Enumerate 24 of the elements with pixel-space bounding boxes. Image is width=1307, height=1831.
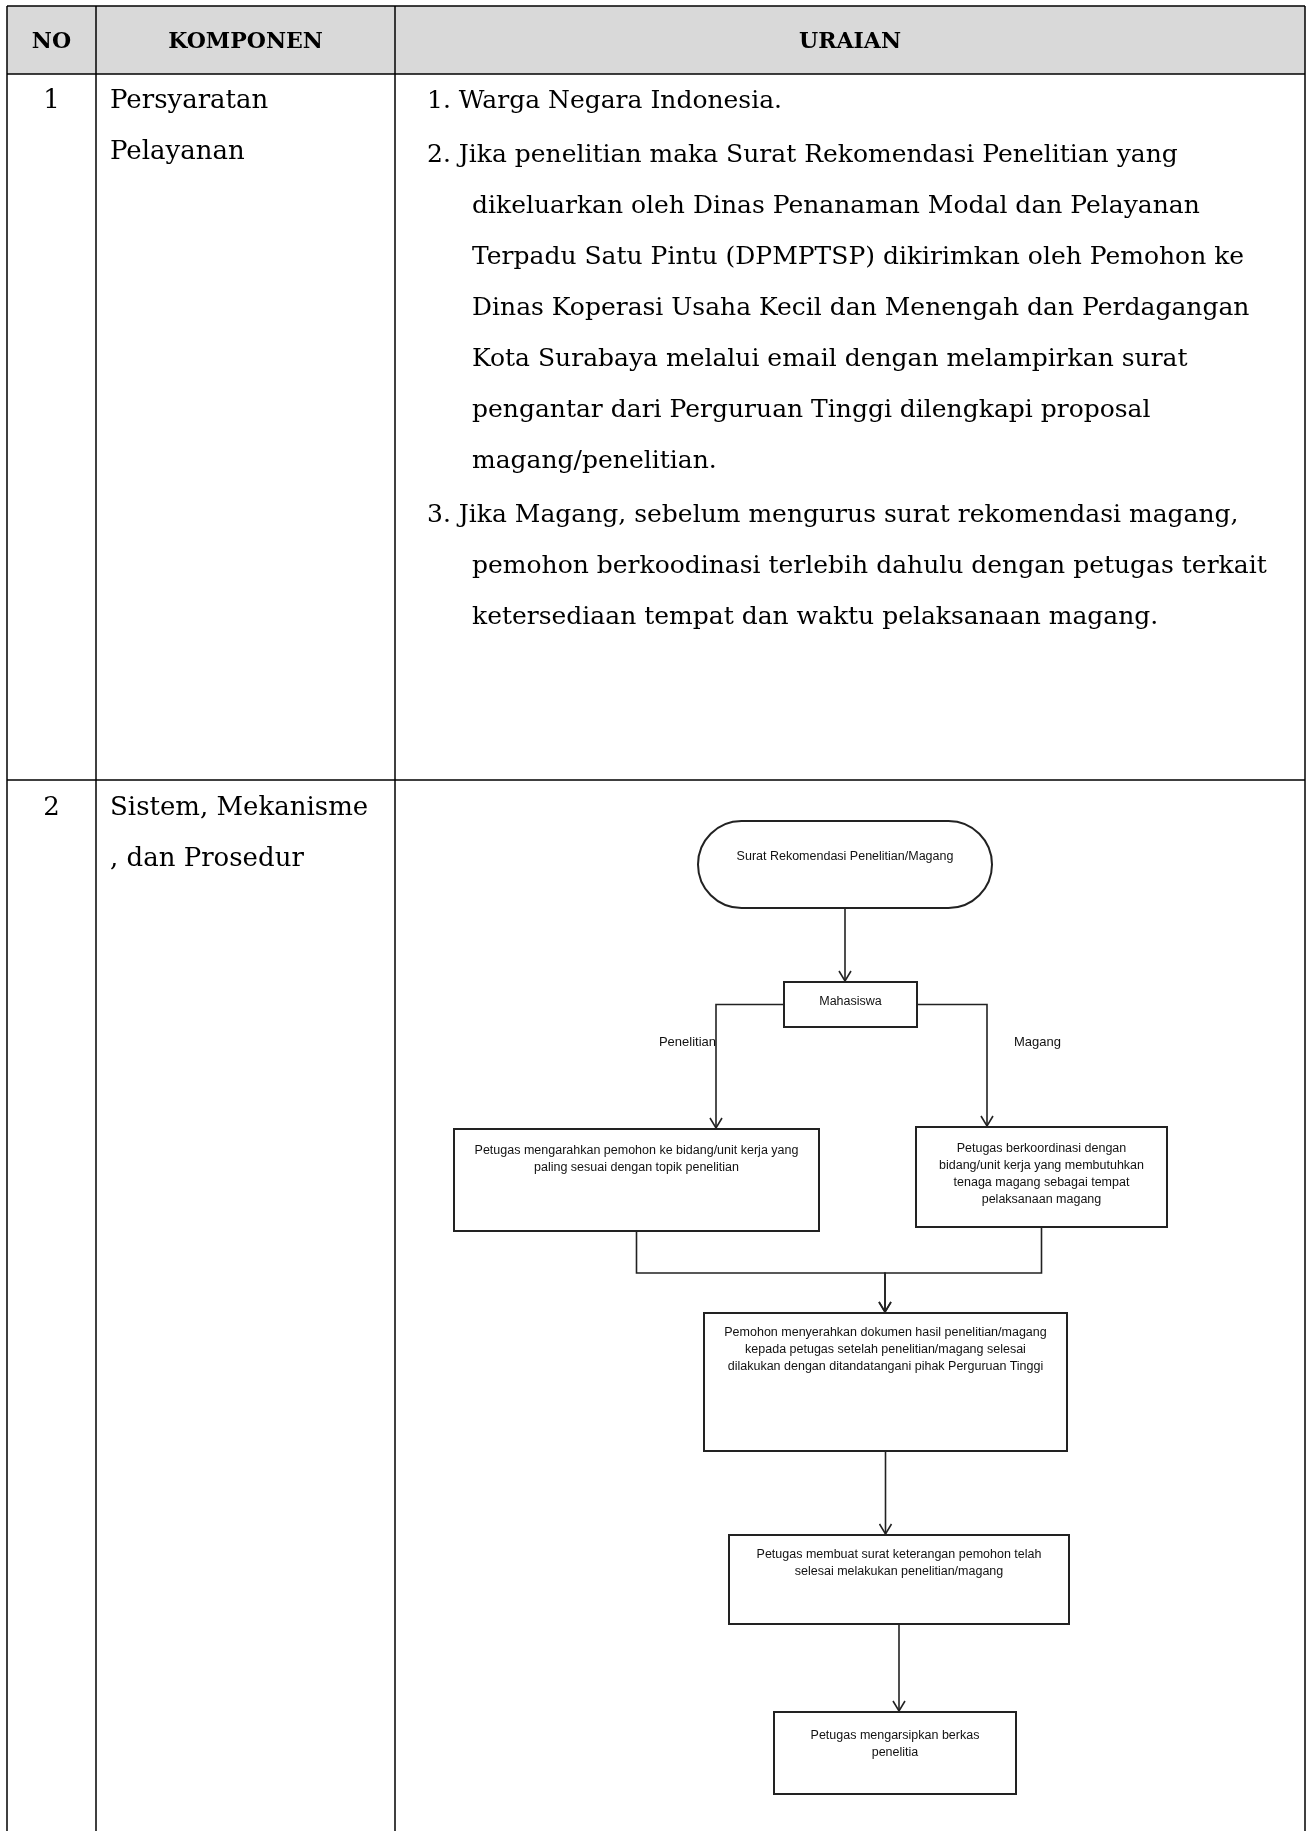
row-number: 1: [43, 84, 60, 114]
row-number: 2: [43, 791, 60, 821]
process-box: Petugas berkoordinasi dengan bidang/unit kerja yang membutuhkan tenaga magang sebagai tempat pelaksanaan magang: [915, 1126, 1168, 1228]
arrow: [709, 1003, 784, 1129]
edge-label: Penelitian: [658, 1034, 716, 1049]
arrow: [878, 1451, 893, 1535]
requirement-item: 3. Jika Magang, sebelum mengurus surat rekomendasi magang, pemohon berkoodinasi terlebih dahulu dengan petugas terkait ketersediaan tempat dan waktu pelaksanaan magang.: [427, 498, 1268, 632]
process-box: Petugas mengarsipkan berkas penelitia: [773, 1711, 1017, 1795]
column-header: KOMPONEN: [168, 27, 323, 53]
arrow: [917, 1003, 994, 1127]
component-name: Persyaratan Pelayanan: [110, 84, 269, 165]
requirement-item: 1. Warga Negara Indonesia.: [427, 84, 784, 116]
process-box: Petugas membuat surat keterangan pemohon telah selesai melakukan penelitian/magang: [728, 1534, 1070, 1625]
arrow: [892, 1624, 906, 1712]
process-box: Pemohon menyerahkan dokumen hasil penelitian/magang kepada petugas setelah penelitian/magang selesai dilakukan dengan ditandatangani pihak Perguruan Tinggi: [703, 1312, 1068, 1452]
component-name: Sistem, Mekanisme , dan Prosedur: [110, 791, 369, 872]
arrow: [878, 1227, 1043, 1313]
edge-label: Magang: [1014, 1034, 1061, 1049]
column-header: NO: [31, 27, 72, 53]
requirement-item: 2. Jika penelitian maka Surat Rekomendasi Penelitian yang dikeluarkan oleh Dinas Penanaman Modal dan Pelayanan Terpadu Satu Pintu (DPMPTSP) dikirimkan oleh Pemohon ke Dinas Koperasi Usaha Kecil dan Menengah dan Perdagangan Kota Surabaya melalui email dengan melampirkan surat pengantar dari Perguruan Tinggi dilengkapi proposal magang/penelitian.: [427, 138, 1251, 476]
process-box: Mahasiswa: [783, 981, 918, 1028]
arrow: [838, 908, 852, 982]
process-box: Petugas mengarahkan pemohon ke bidang/unit kerja yang paling sesuai dengan topik penelitian: [453, 1128, 820, 1232]
column-header: URAIAN: [799, 27, 901, 53]
